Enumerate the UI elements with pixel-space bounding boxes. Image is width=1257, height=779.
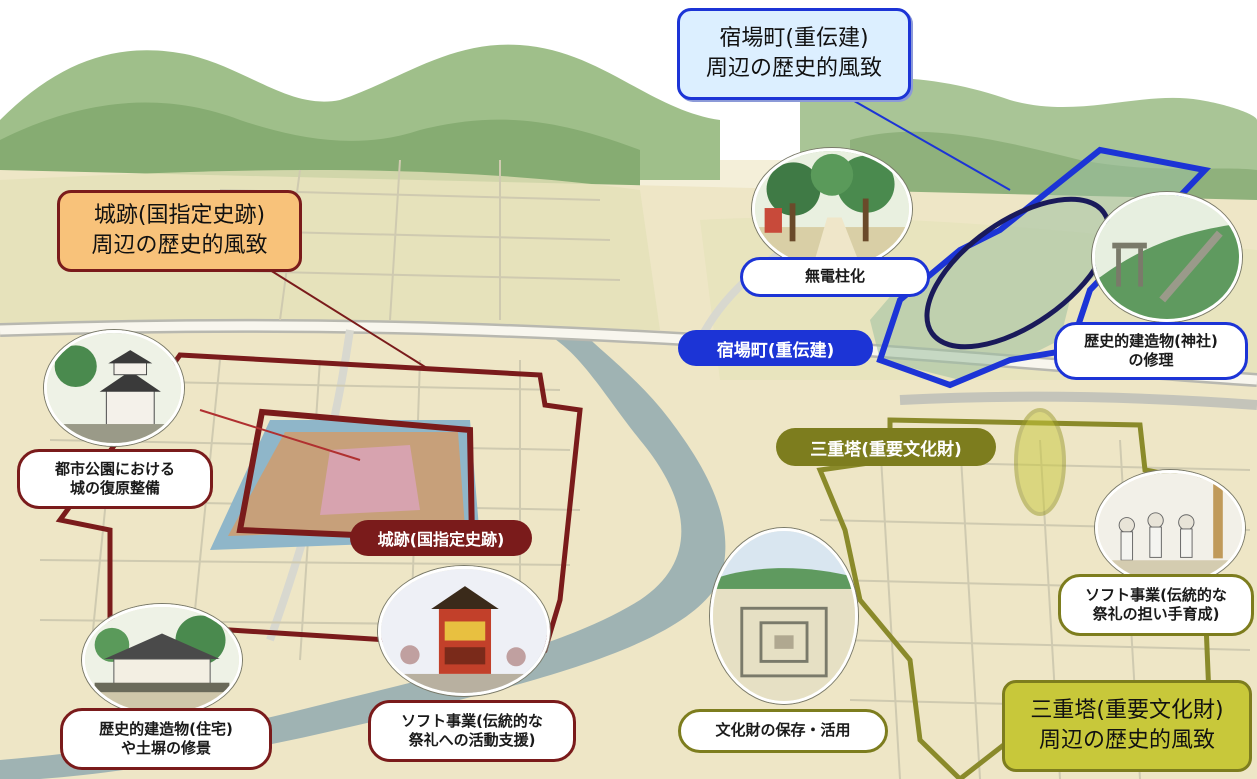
festival-support-line2: 祭礼への活動支援) bbox=[408, 731, 536, 749]
castle-illustration bbox=[44, 330, 184, 446]
castle-title-line2: 周辺の歴史的風致 bbox=[91, 233, 268, 258]
utility-pole-removal-text: 無電柱化 bbox=[804, 267, 865, 286]
festival-support-line1: ソフト事業(伝統的な bbox=[401, 711, 543, 730]
park-restoration-line1: 都市公園における bbox=[54, 459, 175, 478]
castle-site-label: 城跡(国指定史跡) bbox=[350, 520, 532, 556]
shukuba-area-title: 宿場町(重伝建) 周辺の歴史的風致 bbox=[677, 8, 911, 100]
cultural-property-label: 文化財の保存・活用 bbox=[678, 709, 888, 753]
castle-title-line1: 城跡(国指定史跡) bbox=[93, 203, 266, 229]
temple-ruins-illustration bbox=[710, 528, 858, 704]
house-repair-line2: や土塀の修景 bbox=[120, 739, 211, 757]
shukuba-title-line2: 周辺の歴史的風致 bbox=[705, 56, 882, 81]
utility-pole-removal-label: 無電柱化 bbox=[740, 257, 930, 297]
shrine-repair-line2: の修理 bbox=[1128, 351, 1174, 369]
pagoda-title-line1: 三重塔(重要文化財) bbox=[1030, 698, 1224, 724]
shrine-repair-line1: 歴史的建造物(神社) bbox=[1084, 331, 1218, 350]
pine-avenue-illustration bbox=[752, 148, 912, 270]
historic-house-illustration bbox=[82, 604, 242, 716]
festival-successors-line1: ソフト事業(伝統的な bbox=[1085, 585, 1227, 604]
park-restoration-line2: 城の復原整備 bbox=[69, 479, 160, 497]
festival-float-illustration bbox=[378, 566, 550, 696]
festival-support-label: ソフト事業(伝統的な 祭礼への活動支援) bbox=[368, 700, 576, 762]
castle-area-title: 城跡(国指定史跡) 周辺の歴史的風致 bbox=[57, 190, 302, 272]
shukuba-site-label: 宿場町(重伝建) bbox=[678, 330, 873, 366]
pagoda-title-line2: 周辺の歴史的風致 bbox=[1038, 728, 1215, 753]
shrine-repair-label: 歴史的建造物(神社) の修理 bbox=[1054, 322, 1248, 380]
park-restoration-label: 都市公園における 城の復原整備 bbox=[17, 449, 213, 509]
pagoda-area-title: 三重塔(重要文化財) 周辺の歴史的風致 bbox=[1002, 680, 1252, 772]
shukuba-title-line1: 宿場町(重伝建) bbox=[719, 26, 869, 52]
house-repair-line1: 歴史的建造物(住宅) bbox=[99, 719, 233, 738]
procession-illustration bbox=[1095, 470, 1245, 586]
house-repair-label: 歴史的建造物(住宅) や土塀の修景 bbox=[60, 708, 272, 770]
pagoda-site-label: 三重塔(重要文化財) bbox=[776, 428, 996, 466]
shrine-illustration bbox=[1092, 192, 1242, 322]
cultural-property-text: 文化財の保存・活用 bbox=[715, 721, 851, 740]
festival-successors-label: ソフト事業(伝統的な 祭礼の担い手育成) bbox=[1058, 574, 1254, 636]
festival-successors-line2: 祭礼の担い手育成) bbox=[1092, 605, 1220, 623]
